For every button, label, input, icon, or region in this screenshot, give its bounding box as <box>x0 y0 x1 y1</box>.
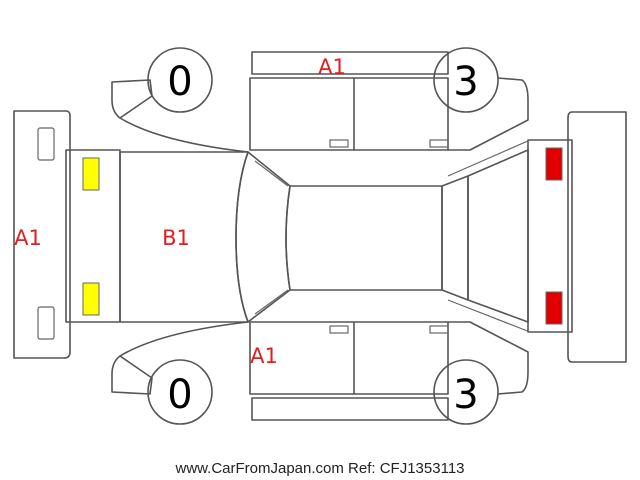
rear-window <box>441 175 469 301</box>
front-light-panel <box>65 149 121 323</box>
tire-rear-top-count: 3 <box>453 59 478 105</box>
rear-bumper <box>567 111 627 363</box>
damage-mark-hood: B1 <box>162 226 190 250</box>
damage-mark-roof: A1 <box>318 55 346 79</box>
front-light-top <box>82 157 100 191</box>
rear-light-panel <box>527 139 573 333</box>
tire-front-bottom-count: 0 <box>167 372 192 418</box>
damage-mark-left-side: A1 <box>14 226 42 250</box>
top-side-view <box>111 47 529 153</box>
front-light-bottom <box>82 282 100 316</box>
front-bumper <box>13 110 71 359</box>
tire-rear-bottom-count: 3 <box>453 372 478 418</box>
trunk <box>467 149 529 323</box>
rear-light-top <box>545 147 563 181</box>
rear-light-bottom <box>545 291 563 325</box>
bottom-side-view <box>111 321 529 425</box>
roof <box>285 185 443 291</box>
damage-mark-front-door: A1 <box>250 344 278 368</box>
footer-reference: www.CarFromJapan.com Ref: CFJ1353113 <box>175 460 465 477</box>
tire-front-top-count: 0 <box>167 59 192 105</box>
windshield <box>235 151 291 323</box>
